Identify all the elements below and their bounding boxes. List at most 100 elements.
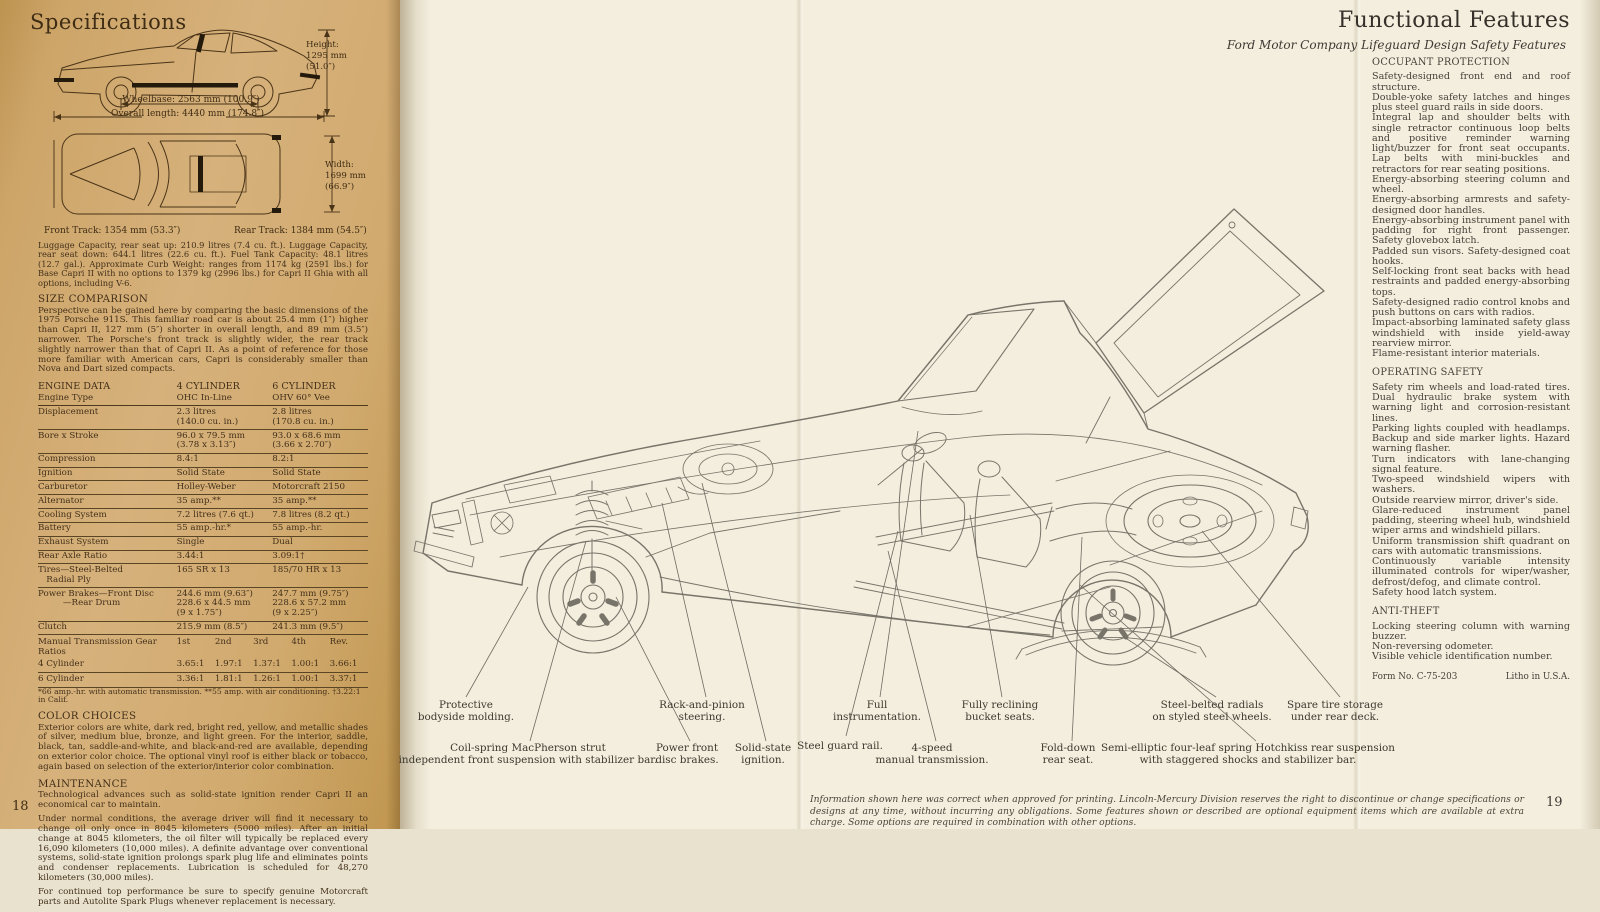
lifeguard-subtitle: Ford Motor Company Lifeguard Design Safe… bbox=[1226, 38, 1566, 52]
engine-row-label: Power Brakes—Front Disc —Rear Drum bbox=[38, 587, 177, 622]
callout-steering: Rack-and-pinion steering. bbox=[659, 699, 745, 724]
feature-item: Energy-absorbing armrests and safety-des… bbox=[1372, 194, 1570, 216]
gear-col: Rev. bbox=[329, 636, 348, 647]
feature-item: Continuously variable intensity illumina… bbox=[1372, 556, 1570, 588]
engine-row-label: Bore x Stroke bbox=[38, 429, 177, 454]
gear-value: 1.97:1 bbox=[214, 659, 243, 670]
engine-table-row: Clutch 215.9 mm (8.5″) 241.3 mm (9.5″) bbox=[38, 621, 368, 636]
feature-item: Safety-designed radio control knobs and … bbox=[1372, 296, 1570, 319]
gear-ratio-row: 6 Cylinder 3.36:1 1.81:1 1.26:1 1.00:1 3… bbox=[38, 673, 368, 688]
engine-row-6cyl-value: 185/70 HR x 13 bbox=[272, 563, 368, 589]
page-spine-shadow bbox=[400, 0, 430, 829]
engine-col-4cyl: 4 CYLINDER bbox=[176, 380, 240, 392]
callout-fold-down-seat: Fold-down rear seat. bbox=[1040, 742, 1096, 767]
engine-table-row: Ignition Solid State Solid State bbox=[38, 467, 368, 482]
engine-row-4cyl-value: Solid State bbox=[176, 467, 273, 482]
section-operating-safety: OPERATING SAFETY Safety rim wheels and l… bbox=[1372, 367, 1570, 598]
feature-item: Outside rearview mirror, driver's side. bbox=[1372, 494, 1559, 506]
gear-row-label: 6 Cylinder bbox=[38, 674, 84, 685]
gear-ratio-header-row: Manual Transmission Gear Ratios 1st 2nd … bbox=[38, 635, 368, 657]
page-title-functional-features: Functional Features bbox=[1338, 8, 1570, 33]
engine-row-6cyl-value: 2.8 litres (170.8 cu. in.) bbox=[272, 405, 368, 431]
specifications-text-column: Luggage Capacity, rear seat up: 210.9 li… bbox=[38, 240, 368, 912]
callout-instrumentation: Full instrumentation. bbox=[833, 699, 921, 724]
engine-row-6cyl-value: Motorcraft 2150 bbox=[272, 480, 368, 496]
engine-row-4cyl-value: 244.6 mm (9.63″) 228.6 x 44.5 mm (9 x 1.… bbox=[176, 587, 273, 622]
form-number: Form No. C-75-203 bbox=[1372, 671, 1458, 682]
callout-front-suspension: Coil-spring MacPherson strut independent… bbox=[398, 742, 658, 767]
gear-ratio-label: Manual Transmission Gear Ratios bbox=[38, 636, 157, 658]
wheelbase-dimension-label: Wheelbase: 2563 mm (100.9″) bbox=[122, 95, 260, 105]
engine-row-label: Ignition bbox=[38, 467, 177, 482]
feature-item: Energy-absorbing instrument panel with p… bbox=[1372, 214, 1570, 247]
form-number-row: Form No. C-75-203 Litho in U.S.A. bbox=[1372, 671, 1570, 682]
legal-disclaimer: Information shown here was correct when … bbox=[810, 794, 1524, 828]
color-choices-heading: COLOR CHOICES bbox=[38, 710, 137, 723]
engine-row-label: Rear Axle Ratio bbox=[38, 550, 177, 565]
feature-item: Parking lights coupled with headlamps. B… bbox=[1372, 422, 1570, 455]
gear-value: 3.36:1 bbox=[176, 674, 205, 685]
engine-table-row: Rear Axle Ratio 3.44:1 3.09:1† bbox=[38, 550, 368, 565]
gear-value: 3.65:1 bbox=[176, 659, 205, 670]
engine-row-6cyl-value: 3.09:1† bbox=[272, 550, 368, 565]
engine-row-6cyl-value: 35 amp.** bbox=[272, 494, 368, 510]
engine-row-4cyl-value: Holley-Weber bbox=[176, 480, 273, 496]
width-dimension-label: Width: 1699 mm (66.9″) bbox=[325, 160, 366, 193]
gear-col: 3rd bbox=[253, 636, 269, 647]
engine-row-4cyl-value: Single bbox=[176, 536, 273, 551]
page-number-left: 18 bbox=[12, 799, 29, 814]
engine-row-6cyl-value: OHV 60° Vee bbox=[272, 392, 368, 407]
color-choices-paragraph: Exterior colors are white, dark red, bri… bbox=[38, 722, 368, 772]
engine-table-row: Cooling System 7.2 litres (7.6 qt.) 7.8 … bbox=[38, 508, 368, 523]
engine-table-row: Exhaust System Single Dual bbox=[38, 536, 368, 551]
gear-col: 2nd bbox=[214, 636, 232, 647]
size-comparison-paragraph: Perspective can be gained here by compar… bbox=[38, 305, 368, 375]
engine-row-6cyl-value: Dual bbox=[272, 536, 368, 551]
callout-bucket-seats: Fully reclining bucket seats. bbox=[961, 699, 1039, 724]
feature-item: Double-yoke safety latches and hinges pl… bbox=[1372, 91, 1570, 114]
engine-row-label: Displacement bbox=[38, 405, 177, 431]
gear-value: 3.66:1 bbox=[329, 659, 358, 670]
engine-row-6cyl-value: 247.7 mm (9.75″) 228.6 x 57.2 mm (9 x 2.… bbox=[272, 587, 368, 622]
gear-row-label: 4 Cylinder bbox=[38, 659, 84, 670]
engine-table-row: Carburetor Holley-Weber Motorcraft 2150 bbox=[38, 480, 368, 496]
engine-row-4cyl-value: 165 SR x 13 bbox=[176, 563, 273, 589]
feature-item: Glare-reduced instrument panel padding, … bbox=[1372, 504, 1570, 537]
feature-item: Turn indicators with lane-changing signa… bbox=[1372, 453, 1570, 475]
maintenance-paragraphs: Technological advances such as solid-sta… bbox=[38, 791, 368, 907]
feature-item: Safety-designed front end and roof struc… bbox=[1372, 71, 1570, 93]
engine-row-label: Engine Type bbox=[38, 392, 177, 407]
engine-row-label: Carburetor bbox=[38, 480, 177, 496]
height-dimension-label: Height: 1295 mm (51.0″) bbox=[306, 40, 347, 73]
gear-value: 1.37:1 bbox=[253, 659, 281, 670]
maintenance-paragraph: For continued top performance be sure to… bbox=[38, 886, 368, 907]
page-number-right: 19 bbox=[1546, 795, 1563, 810]
engine-row-4cyl-value: 55 amp.-hr.* bbox=[176, 522, 273, 537]
feature-item: Locking steering column with warning buz… bbox=[1372, 620, 1570, 642]
engine-table-footnote: *66 amp.-hr. with automatic transmission… bbox=[38, 686, 361, 705]
gear-value: 1.00:1 bbox=[291, 674, 320, 685]
engine-table-row: Battery 55 amp.-hr.* 55 amp.-hr. bbox=[38, 522, 368, 537]
gear-value: 3.37:1 bbox=[329, 674, 358, 685]
gear-ratio-rows: 4 Cylinder 3.65:1 1.97:1 1.37:1 1.00:1 3… bbox=[38, 658, 368, 688]
engine-row-6cyl-value: 8.2:1 bbox=[272, 453, 368, 468]
engine-row-6cyl-value: 241.3 mm (9.5″) bbox=[272, 621, 368, 636]
engine-col-6cyl: 6 CYLINDER bbox=[272, 380, 336, 392]
engine-row-4cyl-value: 8.4:1 bbox=[176, 453, 273, 468]
engine-row-6cyl-value: 93.0 x 68.6 mm (3.66 x 2.70″) bbox=[272, 429, 368, 454]
feature-item: Impact-absorbing laminated safety glass … bbox=[1372, 317, 1570, 349]
paper-crease bbox=[1353, 0, 1362, 829]
functional-features-page: Functional Features Ford Motor Company L… bbox=[398, 0, 1600, 829]
engine-data-heading: ENGINE DATA bbox=[38, 380, 111, 392]
feature-item: Uniform transmission shift quadrant on c… bbox=[1372, 535, 1570, 557]
section-occupant-protection: OCCUPANT PROTECTION Safety-designed fron… bbox=[1372, 57, 1570, 359]
paper-crease bbox=[796, 0, 805, 829]
gear-value: 1.81:1 bbox=[214, 674, 243, 685]
engine-table-header: ENGINE DATA 4 CYLINDER 6 CYLINDER bbox=[38, 380, 368, 392]
feature-item: Self-locking front seat backs with head … bbox=[1372, 266, 1570, 298]
section-anti-theft: ANTI-THEFT Locking steering column with … bbox=[1372, 606, 1570, 662]
engine-row-4cyl-value: 2.3 litres (140.0 cu. in.) bbox=[176, 405, 273, 431]
engine-table-row: Tires—Steel-Belted Radial Ply 165 SR x 1… bbox=[38, 563, 368, 589]
page-edge-shadow bbox=[1580, 0, 1600, 829]
